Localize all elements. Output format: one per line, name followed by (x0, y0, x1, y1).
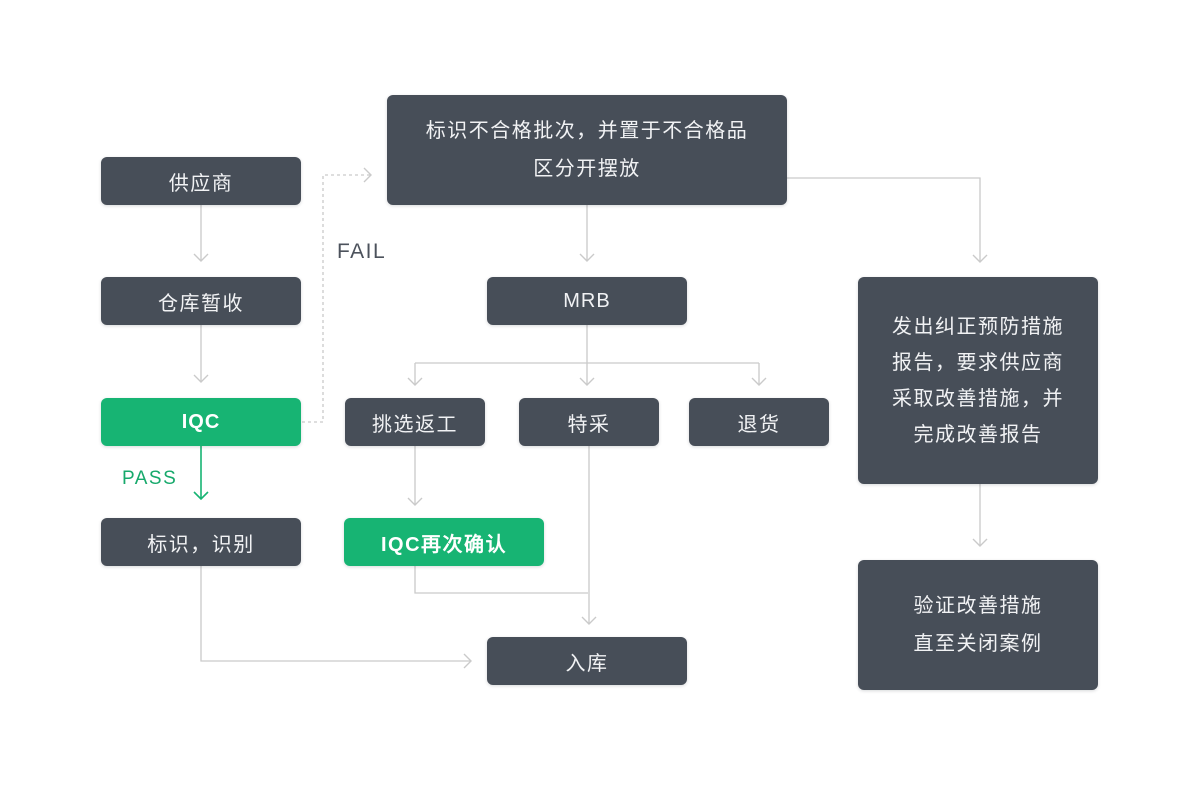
node-supplier: 供应商 (101, 157, 301, 205)
node-warehouse-receipt: 仓库暂收 (101, 277, 301, 325)
node-verify-line2: 直至关闭案例 (913, 633, 1043, 655)
node-capa-line3: 采取改善措施，并 (892, 387, 1064, 410)
node-capa-line2: 报告，要求供应商 (892, 351, 1064, 374)
node-mark-identify: 标识，识别 (101, 518, 301, 566)
node-warehouse-in: 入库 (487, 637, 687, 685)
node-capa-report: 发出纠正预防措施 报告，要求供应商 采取改善措施，并 完成改善报告 (858, 277, 1098, 484)
edge-label-pass: PASS (122, 468, 178, 489)
node-sort-rework: 挑选返工 (345, 398, 485, 446)
node-return-goods: 退货 (689, 398, 829, 446)
node-special-acceptance: 特采 (519, 398, 659, 446)
node-iqc-recheck: IQC再次确认 (344, 518, 544, 566)
node-nonconforming-line2: 区分开摆放 (533, 158, 641, 180)
node-capa-line4: 完成改善报告 (913, 423, 1043, 446)
node-nonconforming-line1: 标识不合格批次，并置于不合格品 (425, 120, 749, 142)
connector-mark-to-warehouse-in (200, 566, 472, 669)
node-verify-improvement: 验证改善措施 直至关闭案例 (858, 560, 1098, 690)
node-iqc: IQC (101, 398, 301, 446)
connector-nonconforming-to-capa (787, 177, 988, 263)
node-capa-line1: 发出纠正预防措施 (892, 315, 1064, 338)
node-mrb: MRB (487, 277, 687, 325)
node-verify-line1: 验证改善措施 (913, 595, 1043, 617)
connector-iqc-fail-to-nonconforming (302, 167, 372, 423)
edge-label-fail: FAIL (337, 240, 387, 263)
node-nonconforming-area: 标识不合格批次，并置于不合格品 区分开摆放 (387, 95, 787, 205)
connector-recheck-merge (414, 566, 588, 594)
